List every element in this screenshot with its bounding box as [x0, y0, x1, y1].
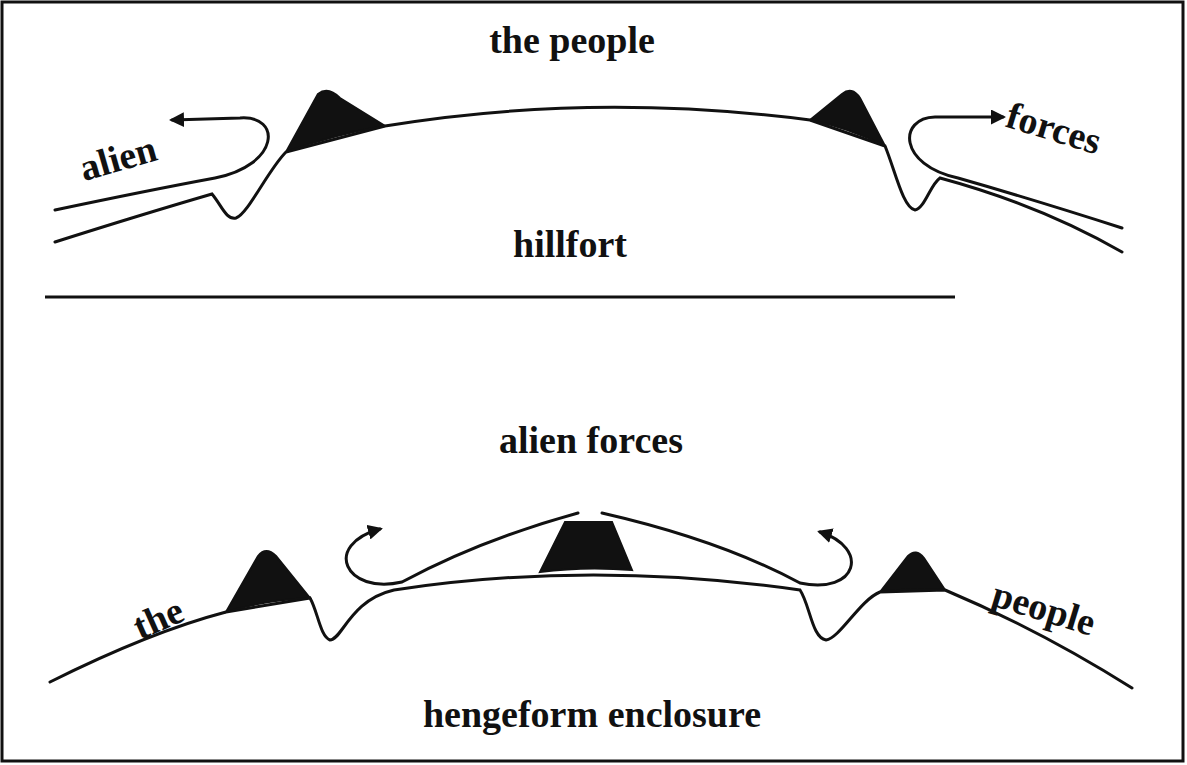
label-text: alien [75, 129, 161, 187]
label-text: the [127, 590, 189, 645]
label-text: the people [489, 21, 655, 59]
rampart-bank [286, 91, 885, 152]
label-text: alien forces [499, 421, 683, 459]
label-text: people [988, 574, 1100, 641]
henge-bank [226, 522, 945, 612]
hengeform-profile [50, 513, 1132, 688]
divider-line [45, 296, 955, 299]
label-text: forces [1002, 96, 1105, 161]
label-text: hillfort [513, 225, 627, 263]
label-text: hengeform enclosure [423, 695, 761, 733]
